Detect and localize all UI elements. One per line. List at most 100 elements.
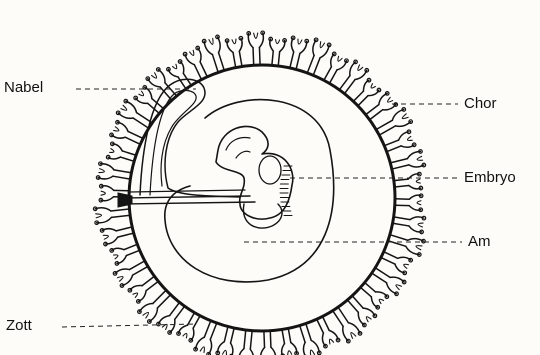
villus-stroke xyxy=(120,157,134,161)
villus-stroke xyxy=(366,317,371,322)
villus-stroke xyxy=(112,215,131,217)
villus-stroke xyxy=(118,233,134,237)
villus-stroke xyxy=(124,244,137,249)
villus-stroke xyxy=(96,214,102,218)
villus-stroke xyxy=(329,70,336,83)
label-nabel: Nabel xyxy=(4,80,43,95)
villus-stroke xyxy=(200,347,204,353)
villus-stroke xyxy=(209,38,213,44)
villus-stroke xyxy=(175,306,185,319)
villus-stroke xyxy=(188,313,195,325)
label-chor: Chor xyxy=(464,96,497,111)
villus-stroke xyxy=(270,331,271,347)
villus-stroke xyxy=(146,281,158,290)
villus-stroke xyxy=(404,264,409,268)
villus-stroke xyxy=(212,55,218,73)
villus-stroke xyxy=(307,55,314,72)
villus-stroke xyxy=(379,299,383,303)
villus-stroke xyxy=(111,209,130,211)
villus-stroke xyxy=(133,293,138,297)
chorion-membrane xyxy=(129,65,395,331)
villus-stroke xyxy=(95,208,111,211)
villus-stroke xyxy=(395,186,409,188)
villus-stroke xyxy=(114,170,131,173)
umbilical-stalk-3 xyxy=(130,190,245,192)
villus-stroke xyxy=(384,252,398,259)
umbilical-cord-inner xyxy=(150,90,196,195)
villus-stroke xyxy=(416,179,420,183)
villus-stroke xyxy=(320,42,324,48)
villus-stroke xyxy=(290,52,294,68)
villus-stroke xyxy=(417,156,423,160)
villus-stroke xyxy=(390,159,407,163)
villus-stroke xyxy=(114,127,119,131)
villus-stroke xyxy=(259,47,260,65)
villus-stroke xyxy=(261,348,265,355)
villus-stroke xyxy=(376,120,392,129)
villus-stroke xyxy=(133,266,148,275)
villus-stroke xyxy=(250,331,252,350)
villus-stroke xyxy=(303,342,305,355)
stalk-attachment xyxy=(118,193,132,207)
villus-stroke xyxy=(324,67,331,80)
villus-stroke xyxy=(300,326,305,343)
villus-stroke xyxy=(396,285,402,290)
villus-stroke xyxy=(239,51,242,66)
villus-stroke xyxy=(139,91,144,96)
villus-stroke xyxy=(358,65,363,70)
villus-stroke xyxy=(372,273,387,283)
villus-stroke xyxy=(126,250,139,255)
villus-stroke xyxy=(194,65,201,80)
umbilical-cord xyxy=(140,79,240,197)
villus-stroke xyxy=(408,136,413,140)
villus-stroke xyxy=(375,268,390,278)
villus-stroke xyxy=(250,349,253,355)
villus-stroke xyxy=(118,277,124,282)
villus-stroke xyxy=(183,333,187,337)
villus-stroke xyxy=(219,53,225,71)
villus-stroke xyxy=(387,146,401,152)
villus-stroke xyxy=(288,328,290,342)
villus-stroke xyxy=(271,347,276,355)
villus-stroke xyxy=(121,105,127,110)
villus-stroke xyxy=(353,91,363,101)
villus-stroke xyxy=(122,151,136,155)
embryo-head-detail xyxy=(226,138,250,159)
label-zott: Zott xyxy=(6,318,32,333)
villus-stroke xyxy=(394,179,408,181)
villus-stroke xyxy=(190,50,194,55)
villus-stroke xyxy=(351,332,356,338)
villus-stroke xyxy=(310,350,314,355)
villus-stroke xyxy=(276,40,280,44)
villus-stroke xyxy=(125,137,140,144)
embryo-heart xyxy=(259,156,281,184)
villus-stroke xyxy=(173,64,177,68)
villus-stroke xyxy=(113,176,130,179)
villus-stroke xyxy=(244,330,246,349)
villus-stroke xyxy=(114,255,118,259)
villus-stroke xyxy=(417,201,421,205)
villus-stroke xyxy=(200,62,207,77)
villus-stroke xyxy=(253,48,254,66)
villus-stroke xyxy=(365,283,376,292)
villus-stroke xyxy=(323,316,330,330)
villus-stroke xyxy=(264,331,265,347)
villus-stroke xyxy=(224,327,228,342)
villus-stroke xyxy=(142,276,154,285)
villus-stroke xyxy=(306,324,311,341)
label-am: Am xyxy=(468,234,491,249)
villus-stroke xyxy=(110,149,114,153)
umbilical-stalk-2 xyxy=(125,202,255,204)
villus-stroke xyxy=(231,328,235,343)
villus-stroke xyxy=(223,350,227,355)
zott-leader xyxy=(62,324,196,327)
villus-stroke xyxy=(288,351,292,355)
villus-stroke xyxy=(152,73,157,78)
villus-stroke xyxy=(99,169,104,173)
villus-stroke xyxy=(272,51,273,65)
villus-stroke xyxy=(116,227,132,231)
villus-stroke xyxy=(371,84,375,88)
villus-stroke xyxy=(282,330,284,344)
villus-stroke xyxy=(254,33,258,38)
villus-stroke xyxy=(393,223,409,226)
